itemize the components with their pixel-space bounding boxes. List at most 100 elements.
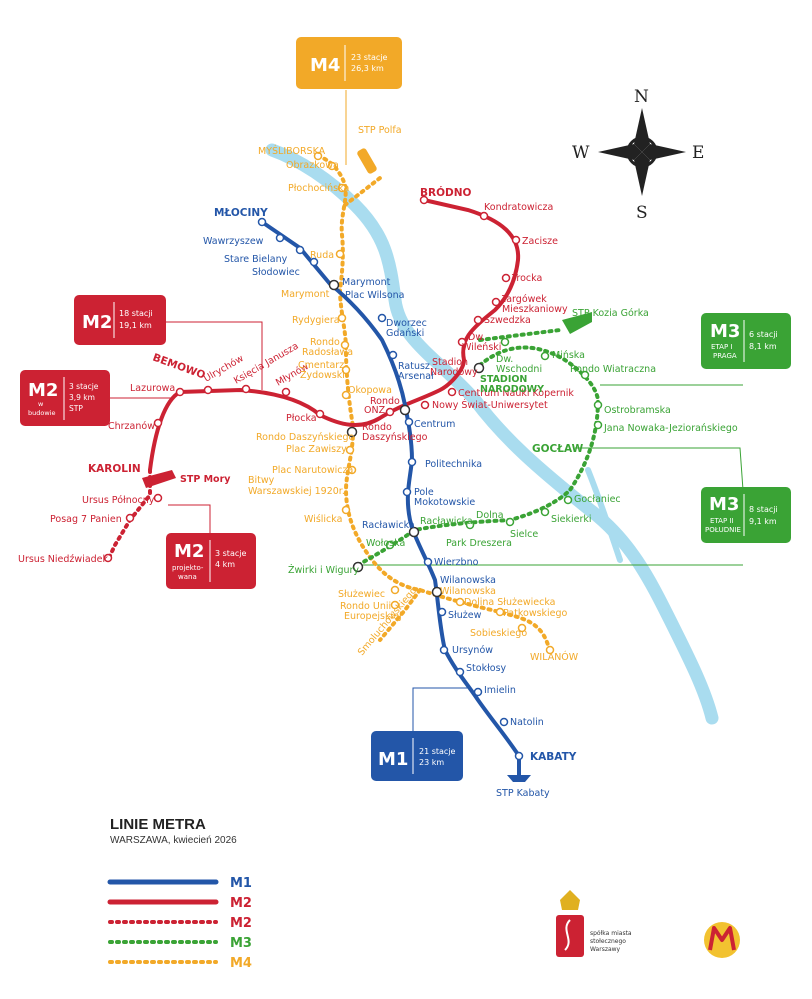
svg-text:Racławicka: Racławicka [420, 516, 473, 527]
svg-text:26,3 km: 26,3 km [351, 64, 384, 73]
svg-text:STP Kabaty: STP Kabaty [496, 788, 550, 799]
svg-text:BEMOWO: BEMOWO [151, 352, 207, 382]
stations-red [103, 195, 521, 563]
svg-text:Stare Bielany: Stare Bielany [224, 254, 288, 265]
svg-text:POŁUDNIE: POŁUDNIE [705, 526, 741, 534]
svg-text:Ursus Północny: Ursus Północny [82, 495, 155, 506]
svg-text:Dworzec: Dworzec [386, 318, 427, 329]
svg-text:Mieszkaniowy: Mieszkaniowy [502, 304, 568, 315]
svg-text:Obrazkowa: Obrazkowa [286, 160, 339, 171]
svg-text:Jana Nowaka-Jeziorańskiego: Jana Nowaka-Jeziorańskiego [603, 423, 738, 434]
svg-text:projekto-: projekto- [172, 564, 204, 572]
svg-text:Dolina Służewiecka: Dolina Służewiecka [464, 597, 555, 608]
svg-text:Żydowski: Żydowski [300, 370, 345, 381]
box-m1: M1 21 stacje 23 km [371, 731, 463, 781]
svg-text:KABATY: KABATY [530, 751, 577, 763]
svg-text:NARODOWY: NARODOWY [480, 384, 544, 395]
box-m3-stage2: M3 ETAP II POŁUDNIE 8 stacji 9,1 km [701, 487, 791, 543]
vistula-river [265, 143, 719, 725]
compass-w: W [572, 143, 590, 163]
svg-text:ETAP I: ETAP I [711, 343, 732, 351]
svg-text:4 km: 4 km [215, 560, 235, 569]
svg-text:Rondo Wiatraczna: Rondo Wiatraczna [570, 364, 656, 375]
stp-polfa-depot [357, 148, 377, 174]
svg-text:Ursus Niedźwiadek: Ursus Niedźwiadek [18, 554, 109, 565]
svg-text:Gdański: Gdański [386, 328, 424, 339]
stations-blue [257, 217, 524, 761]
svg-text:Zacisze: Zacisze [522, 236, 558, 247]
svg-text:M3: M3 [710, 321, 740, 342]
svg-text:Gocłaniec: Gocłaniec [574, 494, 621, 505]
svg-text:Imielin: Imielin [484, 685, 516, 696]
svg-text:M2: M2 [82, 312, 112, 333]
svg-text:Mokotowskie: Mokotowskie [414, 497, 475, 508]
svg-text:M1: M1 [378, 749, 408, 770]
svg-text:Racławicka: Racławicka [362, 520, 415, 531]
labels-m1: MŁOCINY Wawrzyszew Stare Bielany Słodowi… [203, 207, 577, 799]
box-m3-stage1: M3 ETAP I PRAGA 6 stacji 8,1 km [701, 313, 791, 369]
svg-text:3 stacje: 3 stacje [215, 549, 246, 558]
svg-text:M2: M2 [28, 380, 58, 401]
river-branch [585, 467, 623, 563]
svg-text:Wilanowska: Wilanowska [440, 586, 496, 597]
legend-label-m1: M1 [230, 876, 252, 891]
stp-kozia-gorka-depot [562, 312, 592, 334]
svg-text:Dw.: Dw. [496, 354, 513, 365]
svg-text:Trocka: Trocka [511, 273, 542, 284]
svg-text:Służewiec: Służewiec [338, 589, 385, 600]
svg-text:Rondo: Rondo [370, 396, 400, 407]
svg-text:Daszyńskiego: Daszyńskiego [362, 432, 428, 443]
svg-text:WILANÓW: WILANÓW [530, 651, 579, 663]
svg-text:Chrzanów: Chrzanów [108, 421, 155, 432]
svg-text:Płocka: Płocka [286, 413, 317, 424]
line-m4-branch [343, 176, 382, 207]
compass-e: E [692, 143, 704, 163]
svg-text:Nowy Świat-Uniwersytet: Nowy Świat-Uniwersytet [432, 399, 548, 411]
svg-text:w: w [38, 400, 44, 408]
svg-text:3 stacje: 3 stacje [69, 382, 99, 391]
svg-text:Rondo: Rondo [310, 337, 340, 348]
svg-text:Płochocińska: Płochocińska [288, 183, 349, 194]
interchange-stations [328, 279, 485, 598]
svg-text:STP Kozia Górka: STP Kozia Górka [572, 308, 649, 319]
svg-text:Żwirki i Wigury: Żwirki i Wigury [288, 565, 359, 576]
svg-text:Plac Wilsona: Plac Wilsona [345, 290, 405, 301]
stp-mory-depot [142, 470, 176, 488]
svg-text:Wschodni: Wschodni [496, 364, 542, 375]
svg-text:Wilanowska: Wilanowska [440, 575, 496, 586]
svg-text:Mińska: Mińska [552, 350, 585, 361]
svg-text:Natolin: Natolin [510, 717, 544, 728]
compass-rose: N S W E [572, 87, 704, 223]
svg-text:Wołoska: Wołoska [366, 538, 405, 549]
svg-text:6 stacji: 6 stacji [749, 330, 778, 339]
svg-text:MYŚLIBORSKA: MYŚLIBORSKA [258, 145, 326, 157]
svg-text:Kondratowicza: Kondratowicza [484, 202, 553, 213]
svg-text:Bitwy: Bitwy [248, 475, 275, 486]
box-m2-construction: M2 w budowie 3 stacje 3,9 km STP [20, 370, 110, 426]
line-m2 [148, 198, 521, 472]
legend: LINIE METRA WARSZAWA, kwiecień 2026 M1 M… [107, 816, 252, 971]
svg-text:Plac Narutowicza: Plac Narutowicza [272, 465, 353, 476]
svg-text:9,1 km: 9,1 km [749, 517, 777, 526]
legend-label-m3: M3 [230, 936, 252, 951]
svg-text:Wileński: Wileński [462, 342, 501, 353]
legend-label-m2-planned: M2 [230, 916, 252, 931]
svg-text:ETAP II: ETAP II [710, 517, 734, 525]
compass-n: N [634, 87, 649, 107]
svg-text:Dolna: Dolna [476, 510, 504, 521]
svg-text:wana: wana [178, 573, 197, 581]
svg-text:STP: STP [69, 404, 83, 413]
svg-text:Warszawskiej 1920r.: Warszawskiej 1920r. [248, 486, 345, 497]
legend-subtitle: WARSZAWA, kwiecień 2026 [110, 835, 237, 846]
svg-text:Wawrzyszew: Wawrzyszew [203, 236, 264, 247]
svg-text:M4: M4 [310, 55, 340, 76]
svg-text:3,9 km: 3,9 km [69, 393, 95, 402]
labels-m3: STP Kozia Górka Dw. Wschodni Mińska Rond… [288, 308, 738, 576]
svg-text:MŁOCINY: MŁOCINY [214, 207, 268, 219]
svg-text:Okopowa: Okopowa [348, 385, 392, 396]
svg-text:Pole: Pole [414, 487, 434, 498]
legend-label-m4: M4 [230, 956, 252, 971]
svg-text:spółka miasta: spółka miasta [590, 930, 632, 937]
stations-green [385, 337, 603, 550]
box-m4: M4 23 stacje 26,3 km [296, 37, 402, 89]
